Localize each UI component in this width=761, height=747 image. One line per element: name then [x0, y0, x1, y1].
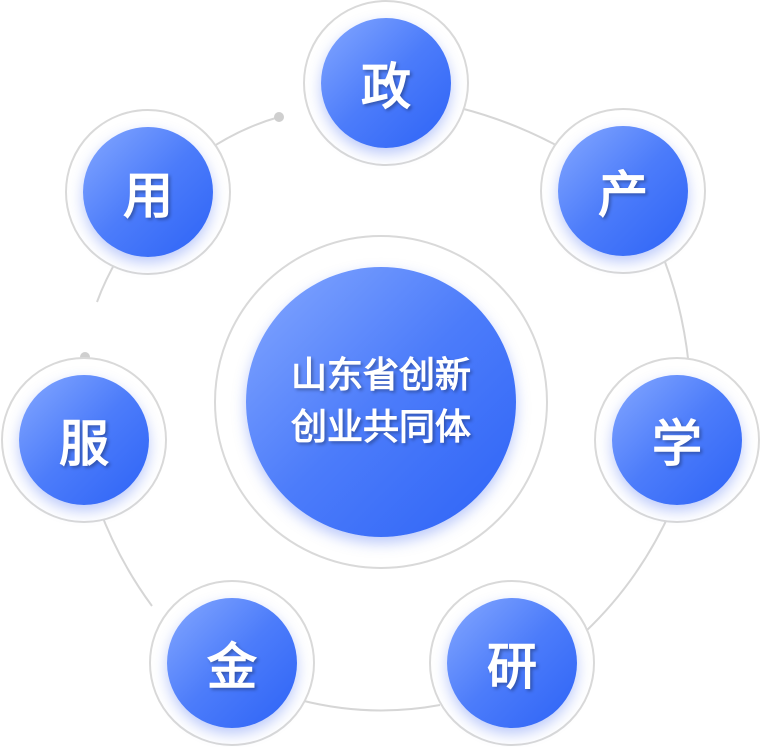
node-label: 学 — [612, 375, 742, 505]
center-ball: 山东省创新 创业共同体 — [246, 267, 516, 537]
node-label: 金 — [167, 598, 297, 728]
node-label: 研 — [447, 598, 577, 728]
node-service: 服 — [1, 357, 167, 523]
node-label: 产 — [558, 126, 688, 256]
node-research: 研 — [429, 580, 595, 746]
node-industry: 产 — [540, 108, 706, 274]
node-label: 服 — [19, 375, 149, 505]
node-label: 政 — [321, 18, 451, 148]
node-academia: 学 — [594, 357, 760, 523]
center-title-line1: 山东省创新 — [290, 354, 471, 396]
node-application: 用 — [65, 109, 231, 275]
center-title-line2: 创业共同体 — [290, 407, 471, 448]
center-node: 山东省创新 创业共同体 — [214, 235, 548, 569]
node-label: 用 — [83, 127, 213, 257]
connector-dot — [274, 112, 284, 122]
node-finance: 金 — [149, 580, 315, 746]
node-government: 政 — [303, 0, 469, 166]
